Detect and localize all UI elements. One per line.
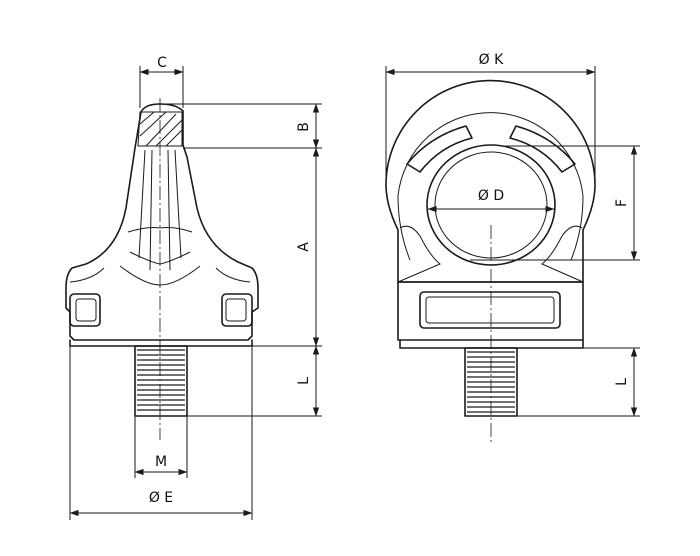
front-view-right-bow-slot bbox=[509, 125, 576, 173]
side-view-thread-lines bbox=[137, 349, 185, 411]
side-view-tip-section bbox=[137, 111, 183, 147]
front-view-outer-outline bbox=[385, 79, 596, 283]
side-view-slot-right bbox=[221, 293, 253, 327]
front-view-dimensions: Ø K Ø D F L bbox=[385, 52, 640, 417]
front-view-slot bbox=[419, 291, 561, 329]
side-view-shoulder-line bbox=[69, 267, 251, 283]
front-view-right-flank bbox=[541, 225, 584, 283]
dim-l-right-label: L bbox=[614, 378, 630, 386]
side-view-base-plate bbox=[69, 339, 253, 347]
dim-m-label: M bbox=[155, 454, 167, 470]
dim-k-label: Ø K bbox=[479, 52, 504, 68]
front-view-ring-inner-edge bbox=[397, 112, 584, 261]
front-view-left-flank bbox=[397, 225, 441, 283]
side-view-dimensions: C B A L M Ø E bbox=[69, 55, 322, 520]
dim-b-label: B bbox=[296, 122, 312, 132]
front-view-left-bow-slot bbox=[406, 125, 473, 173]
dim-c-label: C bbox=[157, 55, 167, 71]
side-view-tip-hatch bbox=[139, 111, 183, 147]
dim-f-label: F bbox=[614, 199, 630, 207]
side-view-thread-stud bbox=[134, 345, 188, 417]
dim-d-label: Ø D bbox=[478, 188, 504, 204]
dim-a-label: A bbox=[296, 242, 312, 252]
front-view-base-plate bbox=[399, 339, 584, 349]
dim-e-label: Ø E bbox=[149, 490, 173, 506]
side-view bbox=[65, 98, 259, 440]
side-view-slot-left-inner bbox=[75, 298, 97, 322]
front-view-slot-inner bbox=[425, 296, 555, 324]
dim-l-left-label: L bbox=[296, 377, 312, 385]
side-view-stem-lines bbox=[138, 149, 182, 271]
front-view bbox=[385, 79, 596, 442]
side-view-slot-left bbox=[69, 293, 101, 327]
side-view-slot-right-inner bbox=[225, 298, 247, 322]
front-view-base-block bbox=[397, 281, 584, 341]
